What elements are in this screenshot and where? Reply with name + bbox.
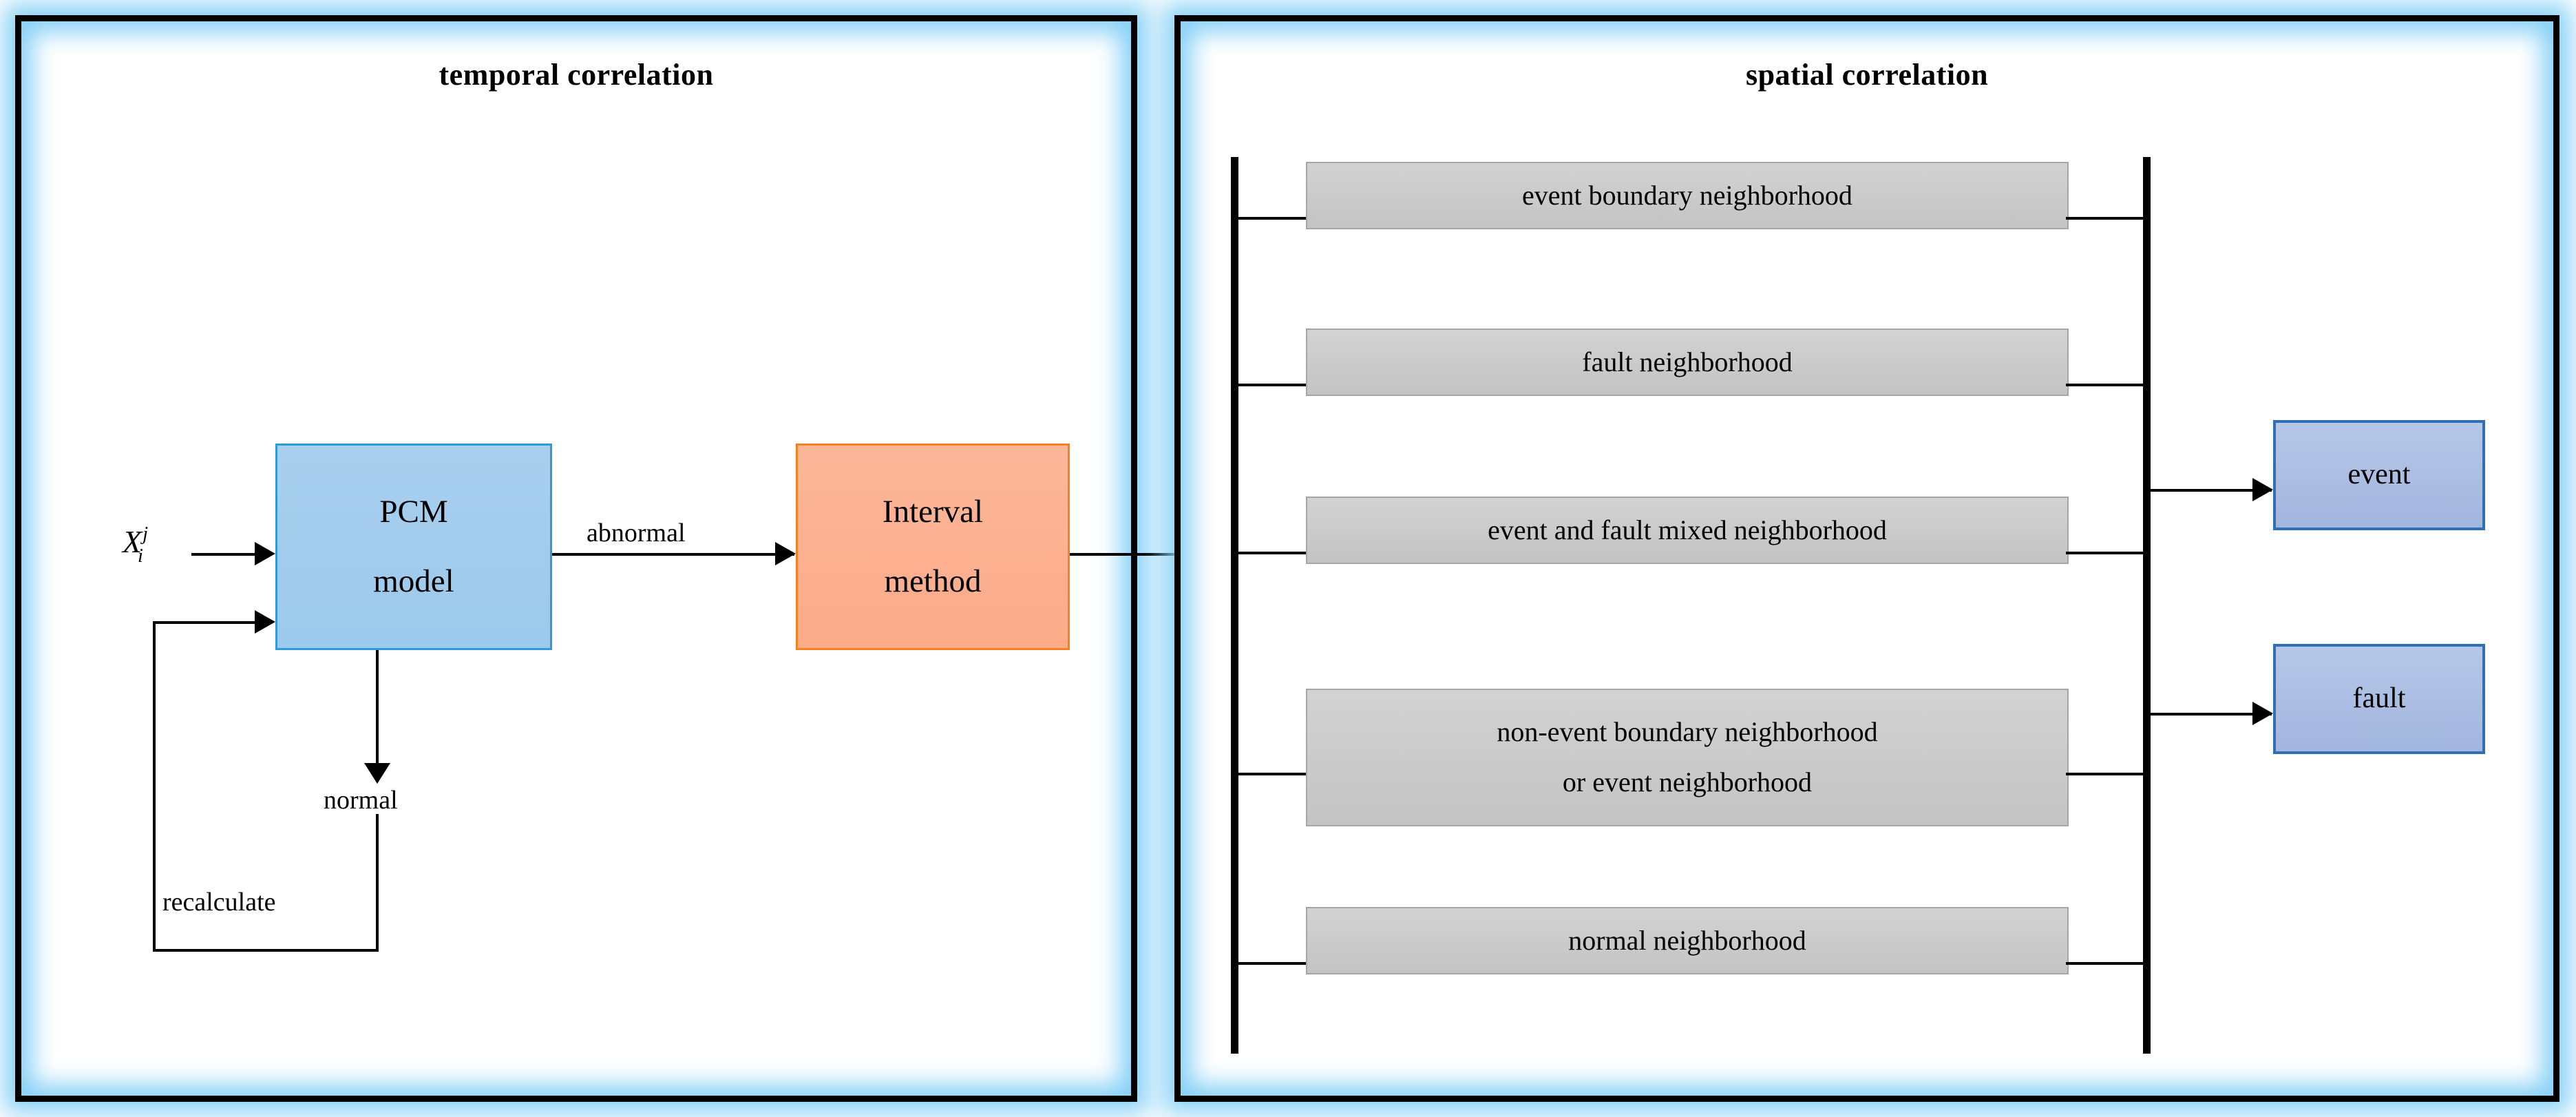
edge-bus-to-fault-arrowhead <box>2252 702 2273 725</box>
edge-label-recalculate: recalculate <box>162 888 276 917</box>
edge-label-normal: normal <box>324 786 398 815</box>
input-variable-subscript: i <box>138 545 143 567</box>
edge-recalculate-arrowhead <box>255 610 275 634</box>
node-pcm-model-line1: PCM <box>379 494 448 530</box>
edge-input-to-pcm-line <box>191 553 267 556</box>
panel-title-temporal: temporal correlation <box>439 58 714 92</box>
edge-label-abnormal: abnormal <box>587 519 686 547</box>
node-interval-method-line1: Interval <box>882 494 984 530</box>
bus-left-vertical <box>1231 157 1238 1054</box>
edge-recalculate-down <box>376 814 379 952</box>
edge-bus-to-event-arrowhead <box>2252 478 2273 501</box>
node-neighborhood-event-fault-mixed-label: event and fault mixed neighborhood <box>1488 514 1887 545</box>
branch-right-2 <box>2066 384 2145 386</box>
node-pcm-model-line2: model <box>373 563 454 599</box>
branch-left-2 <box>1237 384 1311 386</box>
branch-left-3 <box>1237 552 1311 554</box>
branch-left-1 <box>1237 217 1311 220</box>
edge-input-to-pcm-arrowhead <box>255 542 275 565</box>
edge-recalculate-up <box>153 621 156 952</box>
node-neighborhood-event-boundary-label: event boundary neighborhood <box>1522 179 1852 211</box>
panel-title-spatial: spatial correlation <box>1745 58 1989 92</box>
branch-right-4 <box>2066 773 2145 775</box>
branch-left-5 <box>1237 962 1311 965</box>
node-output-fault[interactable]: fault <box>2273 644 2485 754</box>
branch-right-5 <box>2066 962 2145 965</box>
bus-right-vertical <box>2143 157 2151 1054</box>
edge-recalculate-bottom <box>153 949 379 952</box>
node-neighborhood-fault[interactable]: fault neighborhood <box>1306 328 2069 396</box>
edge-bus-to-fault-line <box>2149 713 2272 716</box>
edge-bus-to-event-line <box>2149 489 2272 492</box>
input-variable-label: Xji <box>123 523 153 567</box>
node-pcm-model[interactable]: PCM model <box>275 443 552 650</box>
edge-interval-to-spatial-line <box>1070 553 1249 556</box>
node-neighborhood-non-event-boundary[interactable]: non-event boundary neighborhood or event… <box>1306 689 2069 826</box>
input-variable-base: X <box>123 524 142 559</box>
node-interval-method[interactable]: Interval method <box>796 443 1070 650</box>
node-output-event[interactable]: event <box>2273 420 2485 530</box>
node-neighborhood-non-event-boundary-line2: or event neighborhood <box>1562 766 1813 797</box>
node-neighborhood-normal[interactable]: normal neighborhood <box>1306 907 2069 974</box>
edge-pcm-normal-arrowhead <box>364 763 390 784</box>
edge-pcm-to-interval-line <box>552 553 794 556</box>
input-variable-superscript: j <box>142 523 149 545</box>
node-neighborhood-normal-label: normal neighborhood <box>1568 924 1806 956</box>
node-output-event-label: event <box>2347 459 2411 491</box>
node-interval-method-line2: method <box>884 563 982 599</box>
edge-pcm-normal-line <box>376 650 379 773</box>
node-neighborhood-event-fault-mixed[interactable]: event and fault mixed neighborhood <box>1306 497 2069 564</box>
node-output-fault-label: fault <box>2352 682 2406 715</box>
edge-pcm-to-interval-arrowhead <box>775 542 796 565</box>
branch-right-3 <box>2066 552 2145 554</box>
node-neighborhood-non-event-boundary-line1: non-event boundary neighborhood <box>1497 716 1878 748</box>
edge-recalculate-into-pcm <box>153 621 257 624</box>
branch-left-4 <box>1237 773 1311 775</box>
node-neighborhood-fault-label: fault neighborhood <box>1582 346 1793 377</box>
branch-right-1 <box>2066 217 2145 220</box>
node-neighborhood-event-boundary[interactable]: event boundary neighborhood <box>1306 162 2069 229</box>
